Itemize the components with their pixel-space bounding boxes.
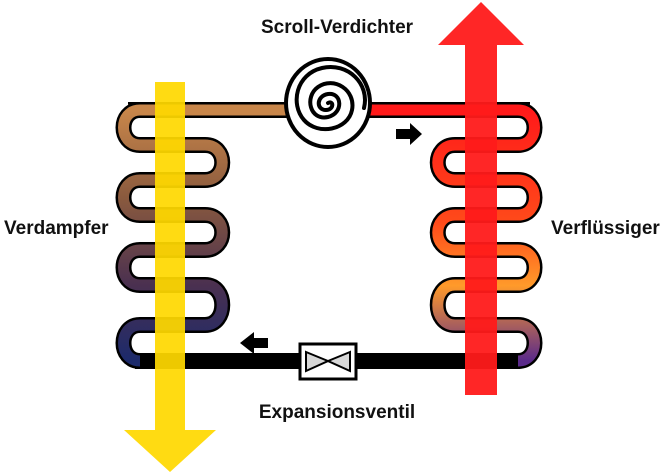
condenser-coil — [429, 102, 543, 369]
scroll-spiral-icon — [284, 57, 372, 149]
flow-direction-arrow-icon — [396, 123, 422, 145]
hot-airflow-arrow-icon — [438, 2, 524, 395]
flow-direction-arrow-icon — [240, 332, 268, 354]
valve-label: Expansionsventil — [259, 402, 415, 423]
expansion-valve-icon — [298, 342, 358, 381]
cold-airflow-arrow-icon — [124, 82, 216, 472]
evaporator-label: Verdampfer — [4, 218, 109, 239]
compressor-label: Scroll-Verdichter — [261, 17, 414, 38]
evaporator-coil — [115, 102, 231, 369]
condenser-label: Verflüssiger — [551, 218, 660, 239]
